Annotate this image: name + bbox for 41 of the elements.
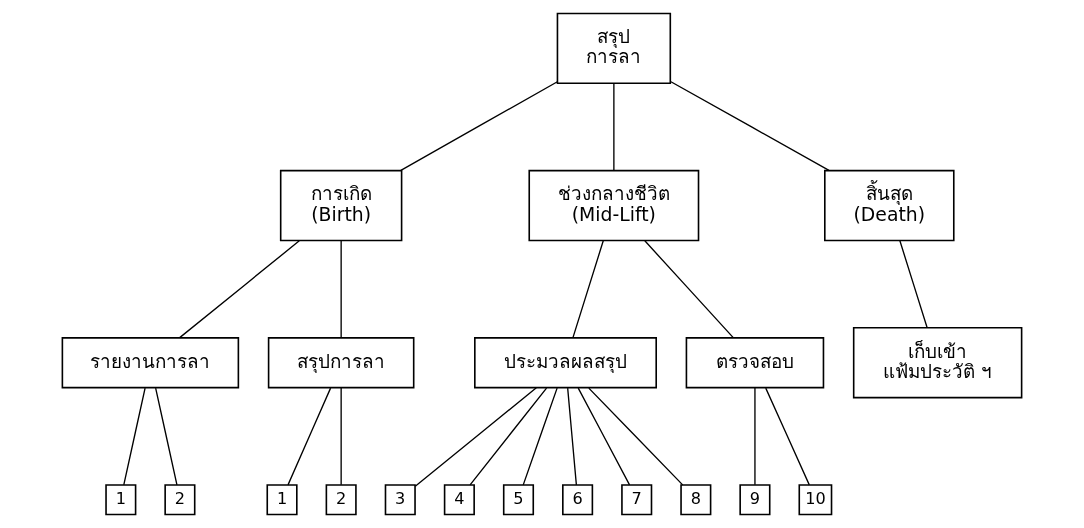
node-box: 6 <box>562 484 594 516</box>
node-box: 10 <box>798 484 833 516</box>
node-box: 1 <box>266 484 298 516</box>
connector <box>577 387 631 486</box>
node-box: ประมวลผลสรุป <box>474 337 657 389</box>
connector <box>287 387 332 486</box>
connector <box>522 387 558 486</box>
connector <box>644 240 734 339</box>
connector <box>588 387 684 486</box>
node-box: 2 <box>325 484 357 516</box>
node-box: 9 <box>739 484 771 516</box>
connector <box>670 81 830 172</box>
connector <box>765 387 810 486</box>
node-box: ช่วงกลางชีวิต (Mid-Lift) <box>528 169 700 242</box>
connector <box>469 387 548 486</box>
connector <box>754 387 756 486</box>
node-box: 7 <box>621 484 653 516</box>
node-box: รายงานการลา <box>61 337 240 389</box>
node-box: สรุป การลา <box>556 12 672 85</box>
node-box: 1 <box>105 484 137 516</box>
node-box: ตรวจสอบ <box>685 337 825 389</box>
connector <box>123 387 146 486</box>
connector <box>400 81 559 172</box>
node-box: สรุปการลา <box>267 337 415 389</box>
connector <box>414 387 537 487</box>
connector <box>340 387 342 486</box>
node-box: 5 <box>502 484 535 516</box>
connector <box>179 240 300 339</box>
node-box: เก็บเข้า แฟ้มประวัติ ฯ <box>852 327 1023 399</box>
connector <box>613 82 615 172</box>
connector <box>340 240 342 339</box>
node-box: 3 <box>384 484 416 516</box>
node-box: สิ้นสุด (Death) <box>824 169 955 242</box>
connector <box>155 387 178 486</box>
node-box: 4 <box>443 484 475 516</box>
connector <box>567 387 578 486</box>
node-box: 8 <box>680 484 712 516</box>
connector <box>572 240 604 339</box>
node-box: การเกิด (Birth) <box>279 169 403 242</box>
node-box: 2 <box>164 484 196 516</box>
connector <box>899 240 928 329</box>
